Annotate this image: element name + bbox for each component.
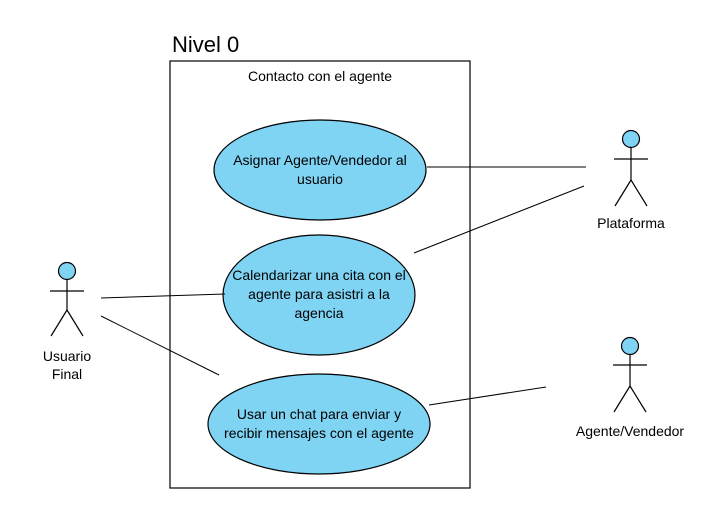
actor-agente-vendedor-figure xyxy=(613,336,647,413)
actor-agente-vendedor-label: Agente/Vendedor xyxy=(575,423,685,439)
system-boundary xyxy=(169,60,471,489)
use-case-chat xyxy=(207,373,431,475)
actor-plataforma-label: Plataforma xyxy=(597,215,665,231)
association-usuario-schedule xyxy=(100,293,226,299)
association-usuario-chat xyxy=(100,315,220,376)
system-boundary-title: Contacto con el agente xyxy=(248,68,392,84)
association-agente-chat xyxy=(428,386,547,406)
use-case-assign-agent xyxy=(213,119,427,221)
actor-usuario-final-figure xyxy=(50,261,84,337)
actor-plataforma-figure xyxy=(614,129,648,207)
use-case-chat-label: Usar un chat para enviar y recibir mensa… xyxy=(224,406,414,441)
use-case-schedule-appointment xyxy=(222,234,416,356)
use-case-assign-agent-label: Asignar Agente/Vendedor al usuario xyxy=(233,152,407,187)
level-title: Nivel 0 xyxy=(172,32,240,57)
association-plataforma-schedule xyxy=(413,185,585,254)
use-case-schedule-appointment-label: Calendarizar una cita con el agente para… xyxy=(232,267,406,321)
actor-usuario-final-label: Usuario Final xyxy=(42,348,92,382)
